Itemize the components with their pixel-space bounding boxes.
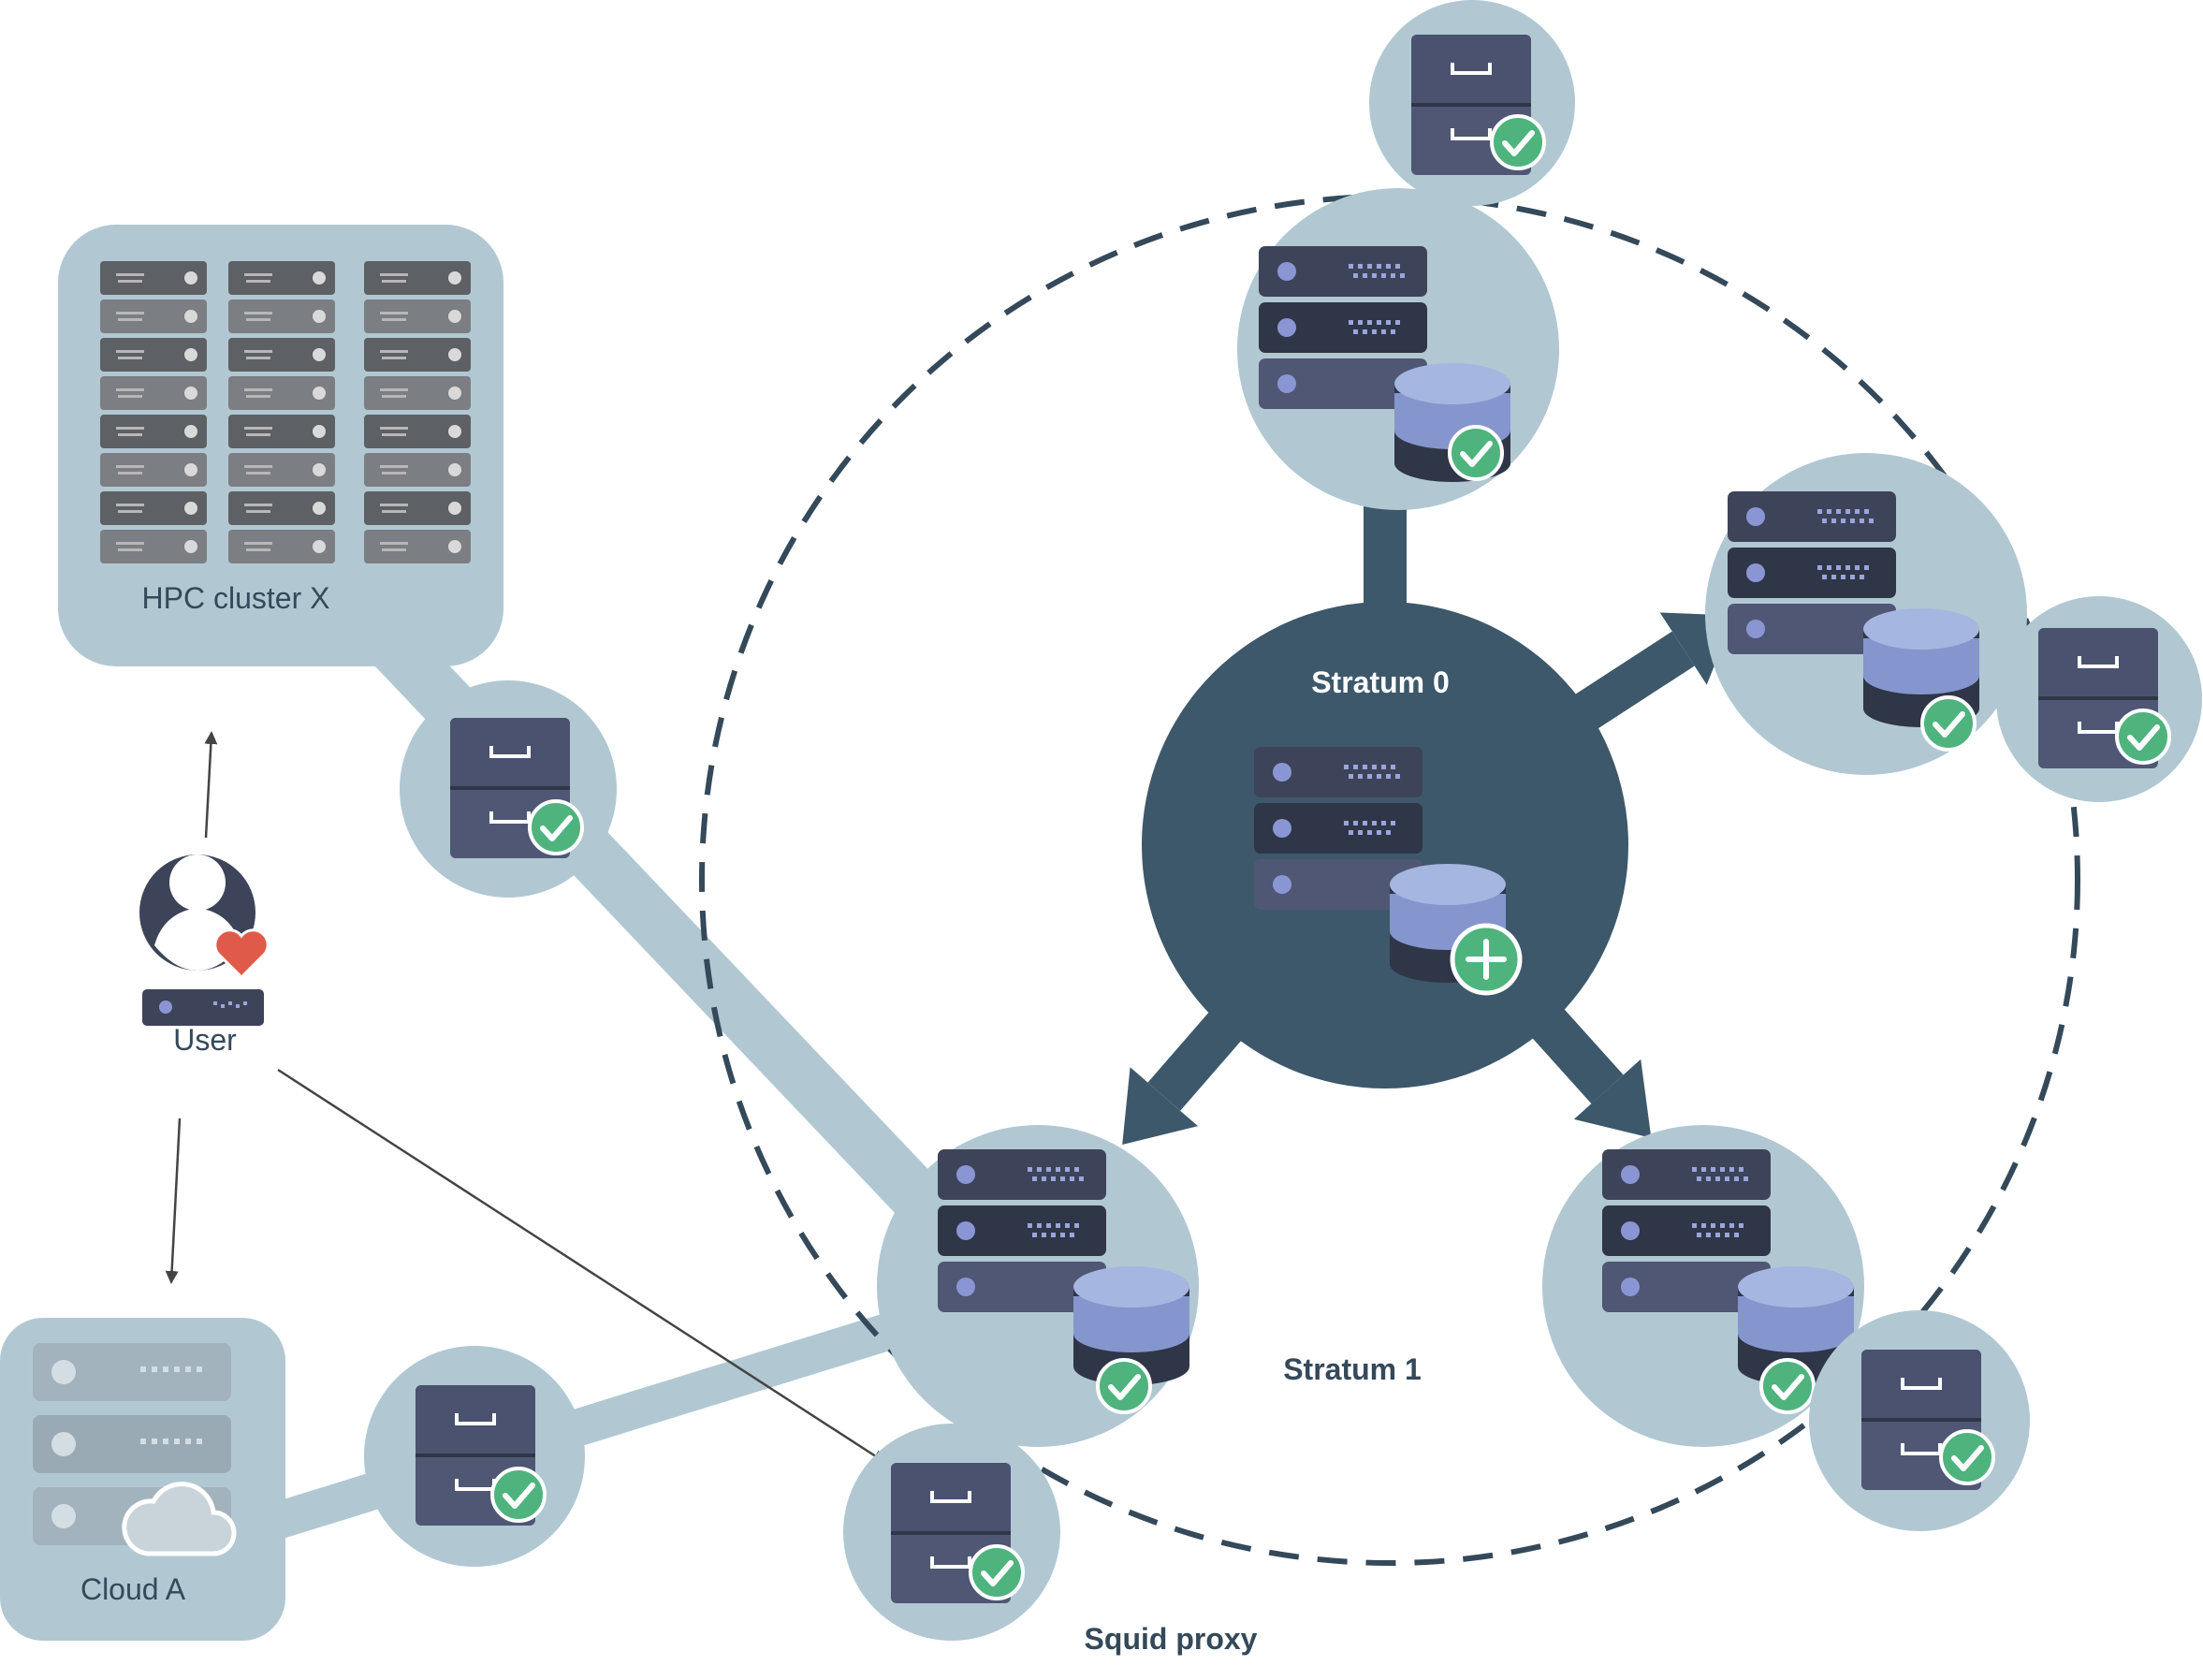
cloud-icon	[122, 1482, 237, 1556]
stratum1-node-bottom-right	[1542, 1125, 1864, 1447]
file-cabinet-check-icon	[889, 1461, 1023, 1605]
squid-proxy-label: Squid proxy	[1085, 1622, 1258, 1656]
stratum1-label: Stratum 1	[1283, 1352, 1422, 1386]
hpc-cluster-label: HPC cluster X	[142, 581, 330, 615]
proxy-bottom-right	[1809, 1310, 2030, 1531]
proxy-right	[1996, 596, 2202, 802]
file-cabinet-check-icon	[448, 716, 582, 860]
hpc-cluster: HPC cluster X	[58, 225, 503, 666]
user-label: User	[173, 1023, 237, 1057]
proxy-hpc	[400, 680, 617, 898]
proxy-cloud	[364, 1346, 585, 1567]
user-device-icon	[142, 989, 264, 1026]
user-to-proxy-arrow	[277, 1068, 886, 1464]
stratum1-node-right	[1705, 453, 2027, 775]
file-cabinet-check-icon	[414, 1383, 545, 1527]
user-heart-icon	[139, 855, 270, 980]
file-cabinet-check-icon	[2036, 626, 2169, 770]
cloud-a: Cloud A	[0, 1318, 285, 1641]
proxy-top	[1369, 0, 1575, 206]
file-cabinet-check-icon	[1409, 33, 1544, 177]
stratum1-node-bottom-left	[877, 1125, 1199, 1447]
cloud-link	[256, 1301, 932, 1544]
cloud-label: Cloud A	[80, 1572, 186, 1606]
proxy-bottom	[843, 1424, 1060, 1641]
file-cabinet-check-icon	[1860, 1348, 1993, 1492]
stratum0-label: Stratum 0	[1311, 665, 1450, 699]
user-links	[165, 731, 886, 1464]
stratum1-node-top	[1237, 188, 1559, 510]
user: User	[139, 855, 270, 1057]
user-to-cloud-arrow	[165, 1118, 182, 1284]
user-to-hpc-arrow	[204, 731, 218, 839]
stratum0-node: Stratum 0	[1142, 602, 1628, 1088]
